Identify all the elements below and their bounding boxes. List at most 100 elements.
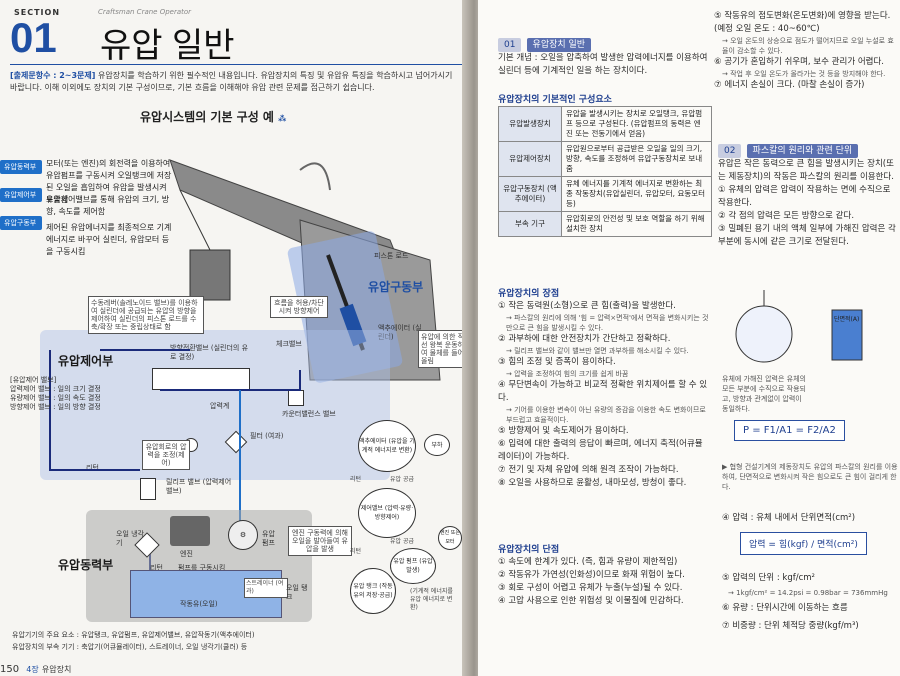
page-number-left: 150 4장 유압장치 [0, 664, 71, 675]
right-head-2: 02 파스칼의 원리와 관련 단위 [718, 138, 859, 158]
pump-label: 유압 펌프 [262, 530, 275, 547]
flow-return-1: 리턴 [350, 476, 362, 483]
flow-supply-2: 유압 공급 [390, 538, 414, 545]
table-row: 유압구동장치 (액추에이터)유체 에너지를 기계적 에너지로 변환하는 최종 작… [498, 176, 712, 212]
flow-tank: 유압 탱크 (작동유의 저장·공급) [350, 568, 396, 614]
pressure-def: ④ 압력 : 유체 내에서 단위면적(cm²) [722, 513, 856, 523]
list-item: ① 작은 동력원(소형)으로 큰 힘(출력)을 발생한다. [498, 301, 676, 311]
pump-note: 엔진 구동력에 의해 오일을 발아들여 유압을 발생 [288, 526, 352, 556]
pressure-note: 유압회로의 압력을 조정(제어) [142, 440, 190, 470]
return-label-2: 리턴 [150, 564, 163, 572]
pump-icon: ⚙ [228, 520, 258, 550]
decor-icon: ⁂ [278, 114, 287, 123]
counter-valve-label: 카운터밸런스 밸브 [282, 410, 336, 418]
flow-load: 부하 [424, 434, 450, 456]
list-item: ⑥ 공기가 혼입하기 쉬우며, 보수 관리가 어렵다. [714, 57, 884, 67]
sub-advantages: 유압장치의 장점 [498, 289, 560, 299]
key-flow: 유량제어 밸브 : 일의 속도 결정 [10, 394, 101, 402]
right-page: 01 유압장치 일반 기본 개념 : 오일을 압축하여 발생한 압력에너지를 이… [478, 0, 900, 676]
piston-rod-label: 피스톤 로드 [374, 252, 409, 260]
right-head-1: 01 유압장치 일반 [498, 32, 592, 52]
list-item: → 릴리프 밸브와 같이 밸브만 열면 과부하를 해소시킬 수 있다. [506, 347, 689, 355]
side-text-drive: 제어된 유압에너지를 최종적으로 기계에너지로 바꾸어 실린더, 유압모터 등을… [46, 223, 172, 256]
table-key: 유압제어장치 [498, 141, 562, 177]
list-item: → 압력을 조정하여 힘의 크기를 쉽게 바꿈 [506, 370, 629, 378]
key-title: [유압제어 밸브] [10, 376, 57, 384]
list-item: ② 각 점의 압력은 모든 방향으로 같다. [718, 211, 855, 221]
key-pressure: 압력제어 밸브 : 일의 크기 결정 [10, 385, 101, 393]
pressure-formula: 압력 = 힘(kgf) / 면적(cm²) [740, 532, 867, 555]
list-item: → 작업 후 오일 온도가 올라가는 것 등을 방지해야 한다. [722, 70, 886, 78]
flow-diagram: 액추에이터 (유압을 기계적 에너지로 변환) 부하 유압 공급 리턴 제어밸브… [350, 420, 462, 620]
cylinder-icon [326, 254, 367, 351]
pressure-unit: ⑤ 압력의 단위 : kgf/cm² [722, 573, 815, 583]
section-label: SECTION [14, 8, 61, 17]
footer-line-2: 유압장치의 부속 기기 : 축압기(어큐뮬레이터), 스트레이너, 오일 냉각기… [12, 643, 248, 651]
question-count: [출제문항수 : 2~3문제] [10, 71, 96, 80]
chapter-title: 유압장치 [41, 665, 72, 674]
flow-valve: 제어밸브 (압력·유량·방향제어) [358, 488, 416, 538]
cooler-label: 오일 냉각기 [116, 530, 144, 547]
solenoid-note: 수동레버(솔레노이드 밸브)를 이용하여 실린더에 공급되는 유압의 방향을 제… [88, 296, 204, 334]
dir-valve-label: 방향전환밸브 (실린더의 유로 결정) [170, 344, 249, 361]
head-num-2: 02 [718, 144, 742, 158]
control-part-label: 유압제어부 [58, 354, 114, 368]
list-item: ① 속도에 한계가 있다. (즉, 힘과 유량이 제한적임) [498, 557, 678, 567]
sub-components: 유압장치의 기본적인 구성요소 [498, 95, 612, 105]
table-key: 유압구동장치 (액추에이터) [498, 176, 562, 212]
advantages-list: ① 작은 동력원(소형)으로 큰 힘(출력)을 발생한다.→ 파스칼의 원리에 … [498, 300, 710, 490]
pascal-list: 유압은 작은 동력으로 큰 힘을 발생시키는 장치(또는 제동장치)의 작동은 … [718, 158, 898, 249]
list-item: ⑤ 작동유의 점도변화(온도변화)에 영향을 받는다. [714, 11, 891, 21]
list-item: ④ 무단변속이 가능하고 비교적 정확한 위치제어를 할 수 있다. [498, 380, 708, 403]
list-item: ③ 힘의 조정 및 증폭이 용이하다. [498, 357, 616, 367]
list-item: ③ 밀폐된 용기 내의 액체 일부에 가해진 압력은 각 부분에 동시에 같은 … [718, 224, 896, 247]
list-item: ② 과부하에 대한 안전장치가 간단하고 정확하다. [498, 334, 671, 344]
table-value: 유압원으로부터 공급받은 오일을 일의 크기, 방향, 속도를 조정하여 유압구… [561, 141, 712, 177]
flow-supply-1: 유압 공급 [390, 476, 414, 483]
flow-def: ⑥ 유량 : 단위시간에 이동하는 흐름 [722, 603, 848, 613]
flow-pump: 유압 펌프 (유압 발생) [390, 548, 436, 584]
list-item: ⑥ 입력에 대한 출력의 응답이 빠르며, 에너지 축적(어큐뮬레이터)이 가능… [498, 439, 703, 462]
title-rule [10, 64, 462, 65]
intro-body: 유압장치를 학습하기 위한 필수적인 내용입니다. 유압장치의 특징 및 유압유… [10, 71, 453, 92]
oil-tank-label: 오일 탱크 [286, 584, 308, 601]
fig-note: 유체에 가해진 압력은 유체의 모든 부분에 수직으로 작용되고, 방향과 관계… [722, 375, 806, 413]
engine-label: 엔진 [180, 550, 193, 558]
list-item: → 기어를 이용한 변속이 아닌 유량의 증감을 이용한 속도 변화이므로 부드… [506, 406, 706, 424]
table-value: 유압회로의 안전성 및 보호 역할을 하기 위해 설치한 장치 [561, 211, 712, 237]
chapter-num: 4장 [26, 665, 39, 674]
working-oil-label: 작동유(오일) [180, 600, 218, 608]
flow-convert-note: (기계적 에너지를 유압 에너지로 변환) [410, 588, 453, 611]
actuator-note: 유압에 의한 직선 왕복 운동하여 물체를 들어올림 [418, 330, 470, 368]
specific-weight-def: ⑦ 비중량 : 단위 체적당 중량(kgf/m³) [722, 621, 859, 631]
list-item: ⑦ 전기 및 자체 유압에 의해 원격 조작이 가능하다. [498, 465, 679, 475]
side-text-control: 유압제어밸브를 통해 유압의 크기, 방향, 속도를 제어함 [46, 195, 170, 216]
head-num-1: 01 [498, 38, 522, 52]
list-item: ③ 회로 구성이 어렵고 유체가 누출(누설)될 수 있다. [498, 583, 683, 593]
table-value: 유체 에너지를 기계적 에너지로 변환하는 최종 작동장치(유압실린더, 유압모… [561, 176, 712, 212]
table-key: 부속 기구 [498, 211, 562, 237]
flow-note: 흐름을 허용/차단시켜 방향제어 [270, 296, 328, 318]
side-tags: 유압동력부 유압제어부 유압구동부 [0, 160, 42, 230]
check-valve-label: 체크밸브 [276, 340, 302, 348]
section-subtitle: Craftsman Crane Operator [98, 8, 192, 16]
gauge-label: 압력계 [210, 402, 230, 410]
list-item: ④ 고압 사용으로 인한 위험성 및 이물질에 민감하다. [498, 596, 684, 606]
tag-drive: 유압구동부 [0, 216, 42, 230]
left-page: SECTION Craftsman Crane Operator 01 유압 일… [0, 0, 470, 676]
drive-part-label: 유압구동부 [368, 280, 424, 294]
diagram-title-text: 유압시스템의 기본 구성 예 [140, 110, 274, 124]
control-region [40, 330, 390, 480]
list-item: ① 유체의 압력은 압력이 작용하는 면에 수직으로 작용한다. [718, 185, 891, 208]
diagram-title: 유압시스템의 기본 구성 예 ⁂ [140, 108, 286, 125]
col2-top: ⑤ 작동유의 점도변화(온도변화)에 영향을 받는다.(예정 오일 온도 : 4… [714, 10, 896, 92]
table-key: 유압발생장치 [498, 106, 562, 142]
return-label-1: 리턴 [86, 464, 99, 472]
key-direction: 방향제어 밸브 : 일의 방향 결정 [10, 403, 101, 411]
area-label: 단면적(A) [834, 316, 860, 323]
flow-engine: 엔진 또는 모터 [438, 526, 462, 550]
intro-text: [출제문항수 : 2~3문제] 유압장치를 학습하기 위한 필수적인 내용입니다… [10, 70, 458, 94]
